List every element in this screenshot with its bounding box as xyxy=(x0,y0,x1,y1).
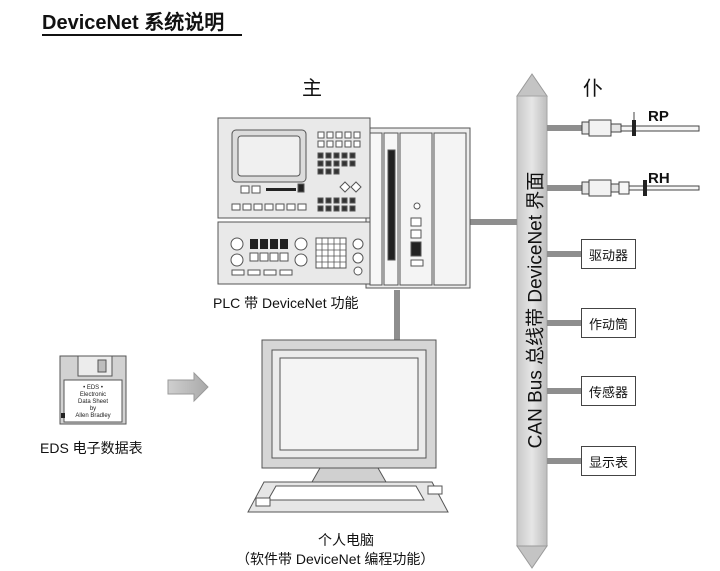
bus-connectors xyxy=(394,125,583,464)
sensor-label-rh: RH xyxy=(648,170,670,187)
master-label: 主 xyxy=(302,76,322,100)
device-box-display: 显示表 xyxy=(581,446,636,476)
rp-sensor xyxy=(581,112,700,137)
personal-computer xyxy=(247,339,449,513)
pc-caption: 个人电脑 xyxy=(318,532,374,548)
floppy-text-line: Data Sheet xyxy=(78,399,108,405)
floppy-text-line: • EDS • xyxy=(83,385,103,391)
right-arrow-icon xyxy=(167,371,209,403)
can-bus-arrow xyxy=(516,73,548,569)
eds-floppy-disk xyxy=(59,355,127,425)
plc-unit xyxy=(217,117,471,289)
pc-caption-detail: （软件带 DeviceNet 编程功能） xyxy=(236,551,435,567)
device-box-sensor: 传感器 xyxy=(581,376,636,406)
slave-label: 仆 xyxy=(583,76,603,100)
floppy-text-line: Electronic xyxy=(80,392,106,398)
can-bus-label: CAN Bus 总线带 DeviceNet 界面 xyxy=(525,171,547,449)
page-title: DeviceNet 系统说明 xyxy=(42,12,225,34)
title-underline xyxy=(42,34,242,36)
floppy-text-line: by xyxy=(90,406,96,412)
device-box-actuator: 作动筒 xyxy=(581,308,636,338)
sensor-label-rp: RP xyxy=(648,108,669,125)
rh-sensor xyxy=(581,179,700,197)
device-box-drive: 驱动器 xyxy=(581,239,636,269)
plc-caption: PLC 带 DeviceNet 功能 xyxy=(213,295,359,311)
eds-caption: EDS 电子数据表 xyxy=(40,440,143,456)
floppy-text-line: Allen Bradley xyxy=(75,413,110,419)
